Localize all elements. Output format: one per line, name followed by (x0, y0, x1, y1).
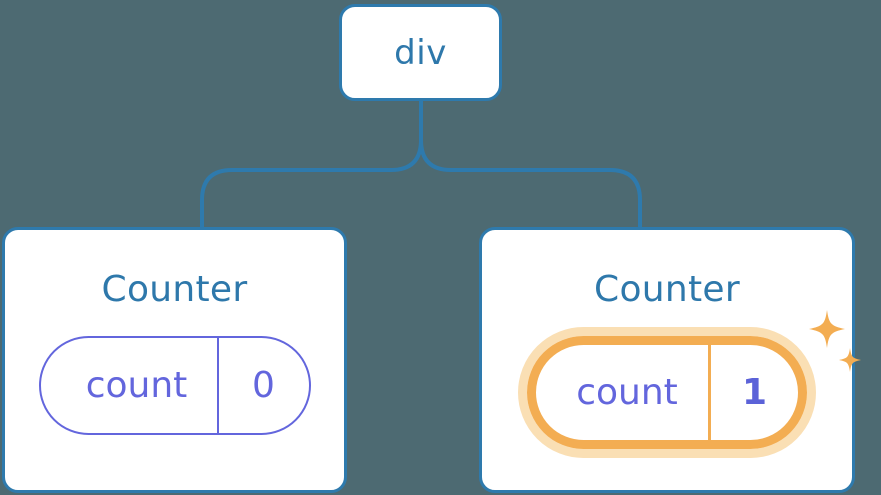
sparkle-large-icon (809, 310, 845, 348)
state-value-right: 1 (708, 345, 798, 440)
sparkle-group (809, 310, 861, 372)
node-counter-left[interactable]: Counter count 0 (2, 227, 347, 493)
state-pill-body-right: count 1 (527, 336, 807, 449)
node-div-label: div (394, 32, 447, 73)
sparkle-small-icon (839, 348, 861, 372)
state-pill-left[interactable]: count 0 (38, 336, 311, 435)
node-counter-right[interactable]: Counter count 1 (479, 227, 861, 493)
state-pill-right[interactable]: count 1 (518, 310, 861, 458)
state-pill-body-left: count 0 (38, 336, 311, 435)
node-div[interactable]: div (339, 4, 502, 101)
state-key-left: count (85, 365, 188, 406)
state-key-right: count (576, 372, 678, 413)
state-pill-glow-right (518, 327, 816, 458)
node-counter-left-title: Counter (101, 269, 248, 310)
node-counter-right-title: Counter (594, 269, 740, 310)
state-value-left: 0 (216, 338, 309, 433)
